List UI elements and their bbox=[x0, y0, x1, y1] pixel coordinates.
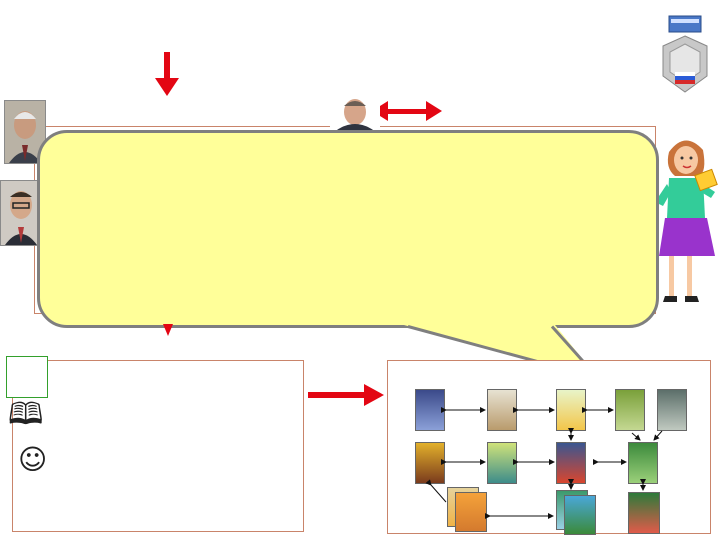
book-cover-8 bbox=[556, 442, 586, 484]
red-right-arrow bbox=[308, 384, 384, 406]
book-cover-14 bbox=[628, 492, 660, 534]
book-cover-11 bbox=[455, 492, 487, 532]
medal-icon bbox=[662, 15, 708, 93]
book-cover-6 bbox=[415, 442, 445, 484]
book-cover-1 bbox=[415, 389, 445, 431]
lower-left-box bbox=[12, 360, 304, 532]
speech-bubble bbox=[37, 130, 659, 328]
green-square bbox=[6, 356, 48, 398]
red-down-arrow-top bbox=[155, 52, 179, 96]
smiley-icon: ☺ bbox=[18, 443, 48, 476]
book-cover-5 bbox=[657, 389, 687, 431]
portrait-2 bbox=[0, 180, 42, 246]
book-cover-4 bbox=[615, 389, 645, 431]
red-double-arrow bbox=[372, 101, 442, 121]
portrait-3 bbox=[330, 96, 380, 132]
book-icon: 🕮 bbox=[8, 397, 44, 432]
teacher-icon bbox=[655, 140, 718, 302]
book-cover-9 bbox=[628, 442, 658, 484]
book-cover-13 bbox=[564, 495, 596, 535]
red-arrow-tip bbox=[163, 324, 173, 336]
book-cover-7 bbox=[487, 442, 517, 484]
